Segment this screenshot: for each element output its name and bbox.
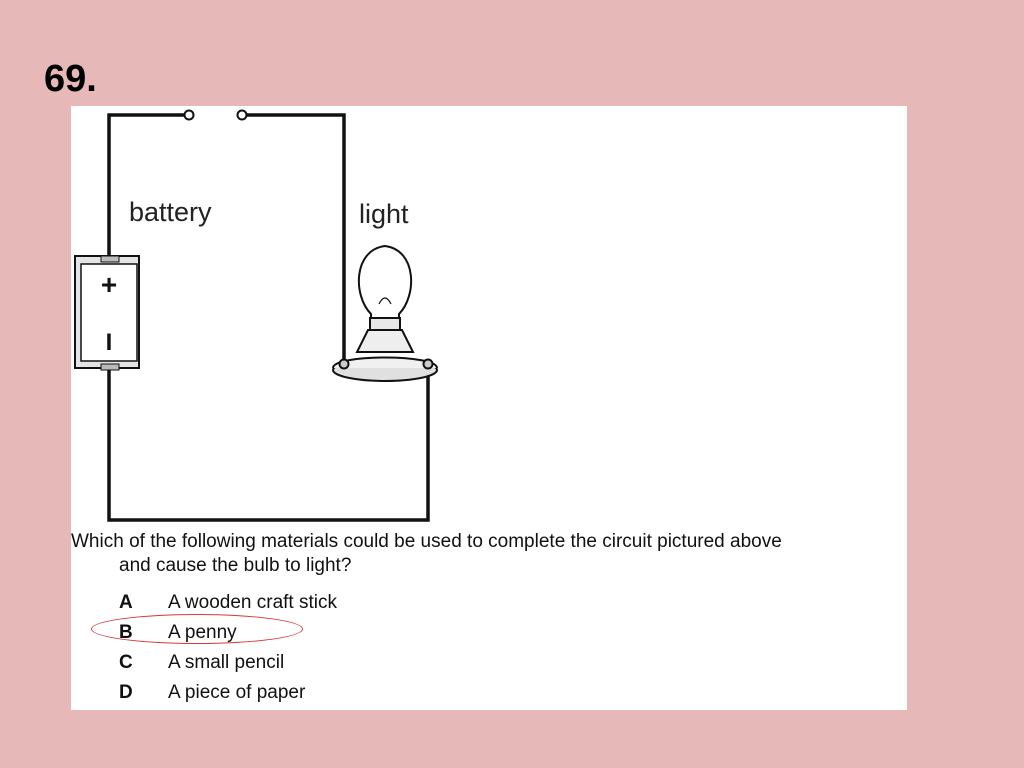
- switch-terminal-left: [183, 109, 195, 121]
- switch-terminal-right: [236, 109, 248, 121]
- option-text: A small pencil: [168, 652, 285, 673]
- battery-icon: + I: [74, 255, 140, 371]
- answer-options: A A wooden craft stick B A penny C A sma…: [119, 588, 619, 708]
- option-text: A piece of paper: [168, 682, 306, 703]
- option-d[interactable]: D A piece of paper: [119, 678, 619, 708]
- slide-number: 69.: [44, 58, 97, 100]
- answer-highlight-ring: [91, 614, 303, 644]
- battery-minus-sign: I: [106, 329, 113, 356]
- question-card: + I battery light Which of the following…: [71, 106, 907, 710]
- light-label: light: [359, 199, 409, 229]
- circuit-wires: [107, 113, 430, 522]
- option-a[interactable]: A A wooden craft stick: [119, 588, 619, 618]
- battery-plus-sign: +: [101, 269, 117, 300]
- light-bulb-icon: [332, 244, 438, 382]
- option-letter: D: [119, 682, 133, 703]
- option-letter: C: [119, 652, 133, 673]
- circuit-diagram: + I battery light: [74, 109, 438, 522]
- question-line-1: Which of the following materials could b…: [71, 531, 782, 552]
- question-text: Which of the following materials could b…: [71, 530, 901, 578]
- battery-label: battery: [129, 197, 212, 227]
- option-letter: A: [119, 592, 133, 613]
- option-c[interactable]: C A small pencil: [119, 648, 619, 678]
- option-text: A wooden craft stick: [168, 592, 337, 613]
- question-line-2: and cause the bulb to light?: [119, 555, 352, 576]
